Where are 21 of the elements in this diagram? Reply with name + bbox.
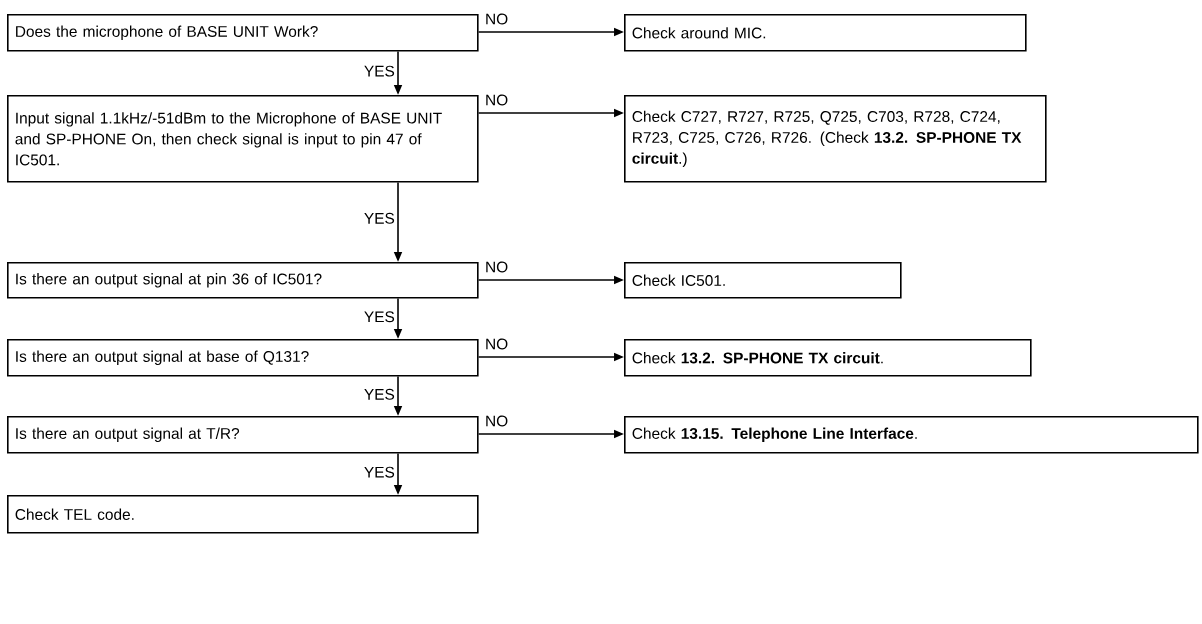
- edge-label: NO: [486, 13, 508, 25]
- edge-label: NO: [486, 415, 508, 427]
- process-box: Check IC501.: [624, 262, 902, 299]
- process-box: Check around MIC.: [624, 14, 1027, 52]
- edge-label: YES: [364, 388, 395, 400]
- edge-label: YES: [364, 311, 395, 323]
- process-box: Does the microphone of BASE UNIT Work?: [7, 14, 479, 52]
- process-box: Input signal 1.1kHz/-51dBm to the Microphone of BASE UNIT and SP-PHONE On, then check signal is input to pin 47 of IC501.: [7, 95, 479, 183]
- process-box: Check TEL code.: [7, 495, 479, 534]
- process-box: Check 13.15. Telephone Line Interface.: [624, 416, 1199, 454]
- process-box: Is there an output signal at base of Q131?: [7, 339, 479, 377]
- process-box: Check 13.2. SP-PHONE TX circuit.: [624, 339, 1032, 377]
- edge-label: NO: [486, 94, 508, 106]
- process-box: Is there an output signal at pin 36 of IC501?: [7, 262, 479, 299]
- edge-label: YES: [364, 466, 395, 478]
- edge-label: NO: [486, 338, 508, 350]
- process-box: Check C727, R727, R725, Q725, C703, R728, C724, R723, C725, C726, R726. (Check 13.2. SP-PHONE TX circuit.): [624, 95, 1047, 183]
- edge-label: NO: [486, 261, 508, 273]
- edge-label: YES: [364, 212, 395, 224]
- process-box: Is there an output signal at T/R?: [7, 416, 479, 454]
- edge-label: YES: [364, 65, 395, 77]
